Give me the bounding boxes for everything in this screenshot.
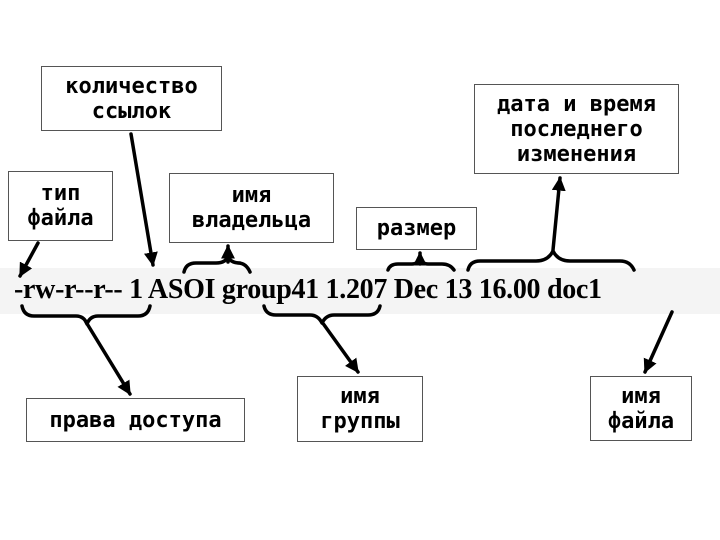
command-line-band	[0, 268, 720, 314]
brace-modified	[466, 249, 636, 272]
label-file-type-line1: тип	[40, 181, 81, 206]
brace-size	[386, 256, 456, 272]
label-modified-datetime: дата и время последнего изменения	[474, 84, 679, 174]
label-modified-line3: изменения	[516, 141, 637, 167]
label-group-line2: группы	[320, 409, 400, 434]
label-links-count: количество ссылок	[41, 66, 222, 131]
label-size-line1: размер	[376, 216, 457, 241]
label-permissions: права доступа	[26, 398, 245, 442]
arrow-file-type	[18, 241, 40, 278]
label-file-type-line2: файла	[27, 206, 94, 231]
brace-permissions	[20, 304, 152, 326]
label-permissions-line1: права доступа	[49, 407, 222, 433]
label-owner-line1: имя	[231, 183, 272, 208]
label-group-line1: имя	[340, 384, 380, 409]
label-file-name-line2: файла	[607, 408, 675, 434]
label-size: размер	[356, 207, 477, 250]
arrow-file-name	[643, 310, 674, 374]
brace-group	[262, 304, 382, 325]
arrow-group	[320, 320, 360, 374]
label-owner-line2: владельца	[191, 208, 312, 233]
label-modified-line1: дата и время	[497, 91, 656, 117]
label-file-name: имя файла	[590, 376, 692, 441]
label-file-type: тип файла	[8, 171, 113, 241]
label-links-count-line2: ссылок	[91, 98, 172, 124]
label-group-name: имя группы	[297, 376, 423, 442]
brace-owner	[182, 254, 252, 274]
arrow-links-count	[129, 132, 158, 267]
label-modified-line2: последнего	[510, 116, 643, 142]
label-owner-name: имя владельца	[169, 173, 334, 243]
label-links-count-line1: количество	[65, 73, 198, 99]
label-file-name-line1: имя	[621, 383, 661, 409]
arrow-modified	[551, 176, 566, 252]
arrow-permissions	[84, 320, 132, 396]
ls-output-line: -rw-r--r-- 1 ASOI group41 1.207 Dec 13 1…	[14, 274, 602, 305]
